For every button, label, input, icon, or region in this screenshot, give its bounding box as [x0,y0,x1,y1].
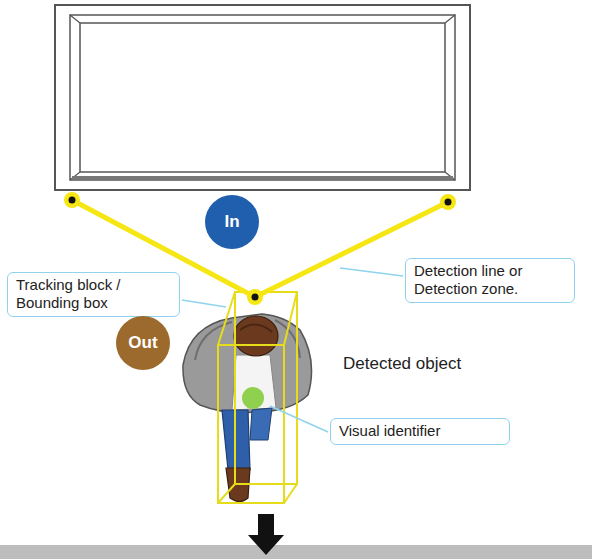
exit-arrow [248,514,284,555]
callout-box: Detection line or Detection zone. [405,258,575,303]
direction-label: Out [128,333,157,353]
callout-box: Visual identifier [330,418,510,445]
floor-bar [0,545,592,559]
callout-text: Tracking block / Bounding box [16,276,171,312]
leader-lines [182,268,403,432]
direction-circle: In [204,194,260,250]
object-label: Detected object [343,354,461,374]
callout-text: Detection line or Detection zone. [414,262,566,298]
direction-circle: Out [115,315,171,371]
direction-label: In [224,212,239,232]
visual-identifier-dot [242,387,264,409]
person [183,314,312,502]
bounding-box [218,292,297,503]
callout-text: Visual identifier [339,422,501,440]
door [55,5,470,190]
callout-box: Tracking block / Bounding box [7,272,180,317]
